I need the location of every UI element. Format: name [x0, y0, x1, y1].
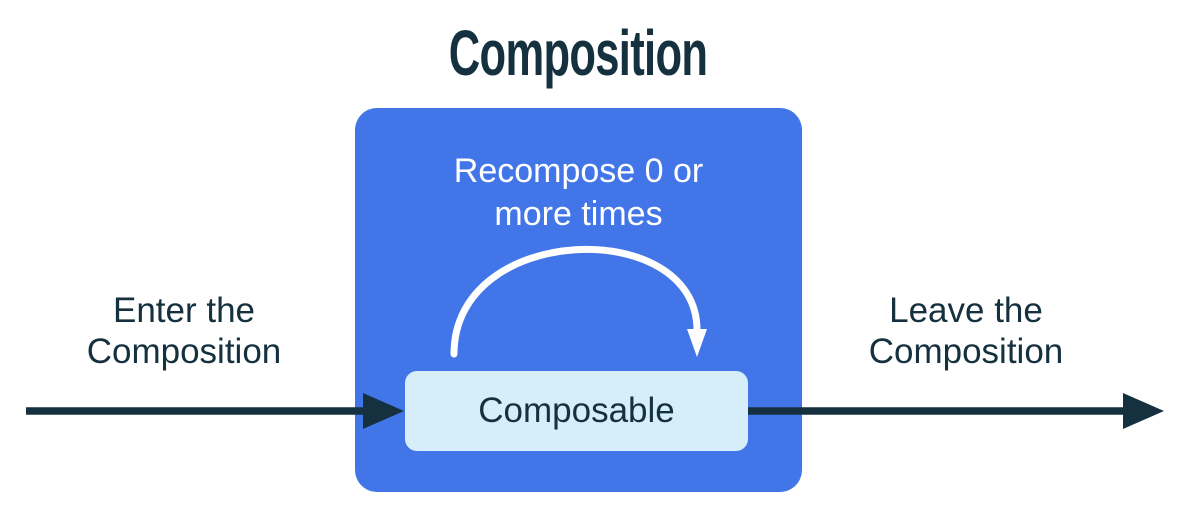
leave-arrow-icon [748, 393, 1164, 429]
composable-node: Composable [405, 371, 748, 451]
leave-composition-label: Leave the Composition [868, 291, 1064, 371]
recompose-label: Recompose 0 or more times [453, 152, 704, 233]
composable-node-label: Composable [478, 391, 675, 430]
page-title-text: Composition [449, 17, 708, 89]
page-title: Composition [355, 21, 802, 103]
enter-arrow-icon [26, 393, 404, 429]
enter-composition-label: Enter the Composition [86, 291, 282, 371]
